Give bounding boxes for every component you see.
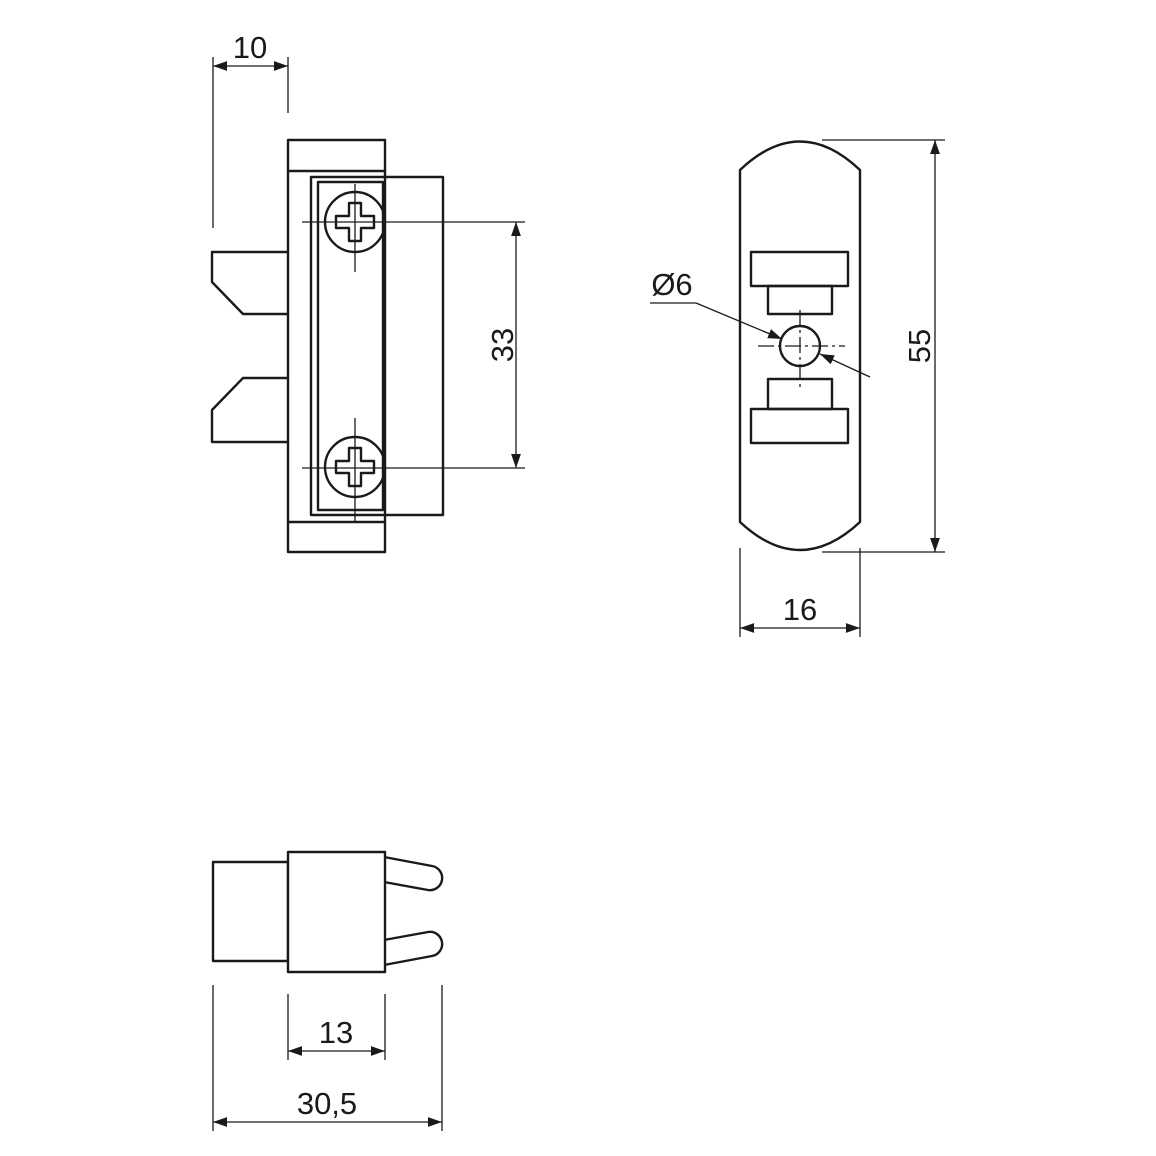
back-block xyxy=(211,860,290,963)
dim-label-width: 16 xyxy=(783,592,817,627)
dim-label-screw-spacing: 33 xyxy=(485,328,520,362)
front-view: Ø6 55 16 xyxy=(650,139,945,637)
lower-prong xyxy=(382,930,444,967)
dim-label-body-length: 13 xyxy=(319,1015,353,1050)
screw-bottom xyxy=(323,418,387,523)
phillips-cross-icon xyxy=(334,446,376,488)
lower-block xyxy=(749,407,850,445)
upper-prong xyxy=(210,250,290,316)
top-view: 13 30,5 xyxy=(211,850,444,1131)
base-plate xyxy=(286,138,387,554)
phillips-cross-icon xyxy=(334,201,376,243)
dim-label-side-depth: 10 xyxy=(233,30,267,65)
front-outline xyxy=(738,140,862,552)
lower-prong xyxy=(210,376,290,444)
leader-line xyxy=(819,353,871,378)
dim-label-hole-diameter: Ø6 xyxy=(651,267,692,302)
upper-block-step xyxy=(766,284,834,316)
lower-block-step xyxy=(766,377,834,411)
upper-prong xyxy=(382,855,444,892)
screw-top xyxy=(323,184,387,272)
leader-line xyxy=(695,302,783,340)
dim-label-total-length: 30,5 xyxy=(297,1086,357,1121)
cover-plate xyxy=(309,175,445,517)
side-view: 10 33 xyxy=(210,30,525,554)
dim-label-height: 55 xyxy=(902,329,937,363)
cover-plate-inner xyxy=(316,180,385,512)
upper-block xyxy=(749,250,850,288)
main-body xyxy=(286,850,387,974)
